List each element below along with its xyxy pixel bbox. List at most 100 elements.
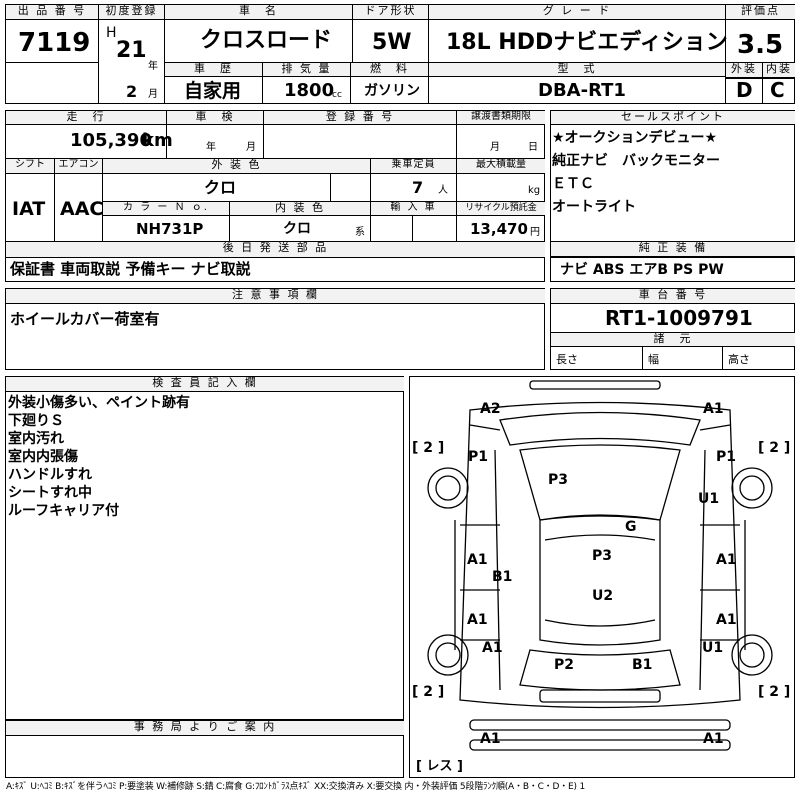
- length-label: 長さ: [556, 353, 578, 366]
- divider: [229, 201, 230, 241]
- divider: [352, 4, 353, 62]
- divider: [725, 78, 795, 79]
- damage-mark: P1: [468, 449, 489, 465]
- inspector-label: 検 査 員 記 入 欄: [6, 377, 404, 392]
- inspector-line: 室内汚れ: [8, 431, 64, 447]
- divider: [263, 110, 264, 158]
- divider: [54, 158, 55, 241]
- equip-block: [550, 241, 795, 282]
- damage-mark: [ 2 ]: [412, 684, 445, 700]
- divider: [762, 62, 763, 104]
- ac-label: エアコン: [55, 159, 102, 174]
- sales-line: オートライト: [552, 199, 636, 215]
- office-label: 事 務 局 よ り ご 案 内: [6, 721, 404, 736]
- import-label: 輸 入 車: [371, 202, 456, 216]
- seats-unit: 人: [438, 185, 448, 196]
- reg-month: 2: [126, 82, 138, 101]
- damage-mark: A1: [716, 552, 737, 568]
- int-grade: C: [770, 78, 785, 102]
- sales-block: [550, 110, 795, 258]
- car-label: 車 名: [165, 5, 352, 20]
- equip-label: 純 正 装 備: [551, 242, 795, 257]
- sales-line: 純正ナビ バックモニター: [552, 153, 720, 169]
- equipment: ナビ ABS エアB PS PW: [560, 262, 724, 278]
- door-label: ドア形状: [353, 5, 428, 20]
- height-label: 高さ: [728, 353, 750, 366]
- spec-label: 諸 元: [551, 333, 795, 347]
- damage-mark: A1: [480, 731, 501, 747]
- disp-unit: cc: [332, 90, 342, 100]
- divider: [456, 110, 457, 158]
- divider: [102, 158, 103, 241]
- color: クロ: [204, 178, 237, 197]
- later-label: 後 日 発 送 部 品: [6, 242, 545, 257]
- ext-grade: D: [736, 78, 753, 102]
- score: 3.5: [737, 30, 784, 60]
- car-diagram: [409, 376, 795, 778]
- int-label: 内装: [763, 63, 795, 78]
- divider: [5, 241, 545, 242]
- grade-label: グ レ ー ド: [429, 5, 725, 20]
- top-block: [5, 4, 795, 104]
- damage-mark: A2: [480, 401, 501, 417]
- disp-label: 排 気 量: [263, 63, 350, 77]
- color-label: 外 装 色: [103, 159, 370, 174]
- inspector-line: ルーフキャリア付: [8, 503, 120, 519]
- lot-label: 出 品 番 号: [6, 5, 98, 20]
- int-color: クロ: [283, 221, 311, 237]
- divider: [166, 110, 167, 158]
- model-label: 型 式: [429, 63, 725, 77]
- reg-label: 初度登録: [99, 5, 164, 20]
- seats: 7: [412, 178, 424, 197]
- notes-label: 注 意 事 項 欄: [6, 289, 545, 304]
- damage-mark: A1: [703, 401, 724, 417]
- grade: 18L HDDナビエディション: [446, 30, 728, 55]
- later-box: [5, 257, 545, 282]
- inspector-line: 下廻りＳ: [8, 413, 64, 429]
- inspector-line: シートすれ中: [8, 485, 92, 501]
- month-unit: 月: [148, 89, 158, 100]
- transfer-label: 譲渡書類期限: [457, 111, 545, 125]
- chassis-block: [550, 288, 795, 370]
- car-name: クロスロード: [200, 28, 333, 53]
- divider: [164, 62, 795, 63]
- damage-mark: [ レス ]: [416, 759, 463, 774]
- damage-mark: G: [625, 519, 637, 535]
- transfer-month-unit: 月: [490, 142, 500, 153]
- damage-mark: A1: [467, 552, 488, 568]
- mileage-label: 走 行: [6, 111, 166, 125]
- divider: [98, 4, 99, 104]
- reg-year: 21: [116, 38, 147, 63]
- transfer-day-unit: 日: [528, 142, 538, 153]
- divider: [428, 4, 429, 104]
- load-label: 最大積載量: [457, 159, 545, 174]
- later-parts: 保証書 車両取説 予備キー ナビ取説: [10, 260, 251, 278]
- damage-mark: U1: [698, 491, 720, 507]
- divider: [456, 158, 457, 241]
- history: 自家用: [184, 80, 242, 102]
- divider: [370, 158, 371, 241]
- mileage: 105,390: [70, 130, 152, 151]
- inspect-year-unit: 年: [206, 142, 216, 153]
- damage-mark: P1: [716, 449, 737, 465]
- year-unit: 年: [148, 61, 158, 72]
- ext-label: 外装: [726, 63, 762, 78]
- divider: [5, 158, 545, 159]
- sales-line: ★オークションデビュー★: [552, 130, 718, 146]
- ac: AAC: [60, 198, 104, 220]
- colorno-label: カ ラ ー Ｎ ｏ.: [103, 202, 229, 216]
- inspector-line: 外装小傷多い、ペイント跡有: [8, 395, 190, 411]
- damage-mark: A1: [482, 640, 503, 656]
- inspector-line: 室内内張傷: [8, 449, 78, 465]
- damage-mark: [ 2 ]: [412, 440, 445, 456]
- damage-mark: B1: [632, 657, 653, 673]
- seats-label: 乗車定員: [371, 159, 456, 174]
- inspector-line: ハンドルすれ: [8, 467, 92, 483]
- displacement: 1800: [284, 80, 335, 101]
- inspector-block: [5, 376, 404, 720]
- notes-block: [5, 288, 545, 370]
- shift: IAT: [12, 198, 46, 220]
- damage-mark: P2: [554, 657, 575, 673]
- model-code: DBA-RT1: [538, 80, 626, 101]
- load-unit: kg: [528, 185, 541, 196]
